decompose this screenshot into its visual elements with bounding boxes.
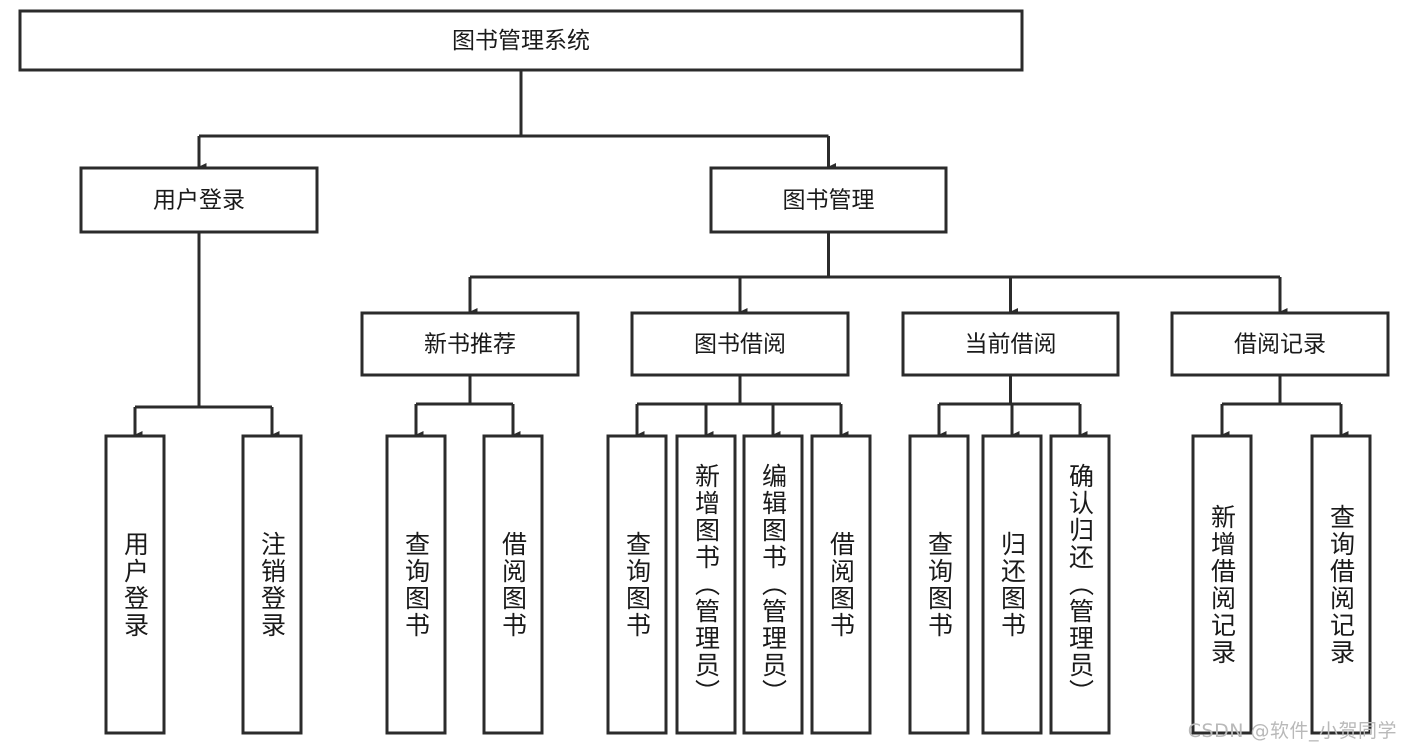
node-leaf-user-login[interactable] (104, 434, 166, 735)
node-book-borrow-label: 图书借阅 (694, 332, 786, 358)
node-leaf-user-login-box[interactable] (104, 434, 166, 735)
node-leaf-query-borrow-record[interactable] (1310, 434, 1372, 735)
node-leaf-borrow-book-rec-box[interactable] (482, 434, 544, 735)
node-leaf-query-book-current[interactable] (908, 434, 970, 735)
node-user-login-label: 用户登录 (153, 188, 245, 214)
node-book-management-box[interactable] (709, 166, 948, 234)
node-root-label: 图书管理系统 (452, 28, 590, 54)
node-leaf-query-book-borrow[interactable] (606, 434, 668, 735)
node-book-borrow[interactable]: 图书借阅 (630, 311, 850, 377)
node-leaf-logout-login-box[interactable] (241, 434, 303, 735)
node-leaf-confirm-return-admin[interactable] (1049, 434, 1111, 735)
node-leaf-add-book-admin[interactable] (675, 434, 737, 735)
node-leaf-add-borrow-record-box[interactable] (1191, 434, 1253, 735)
node-root[interactable]: 图书管理系统 (18, 9, 1024, 72)
node-new-book-recommend-label: 新书推荐 (424, 332, 516, 358)
node-leaf-return-book[interactable] (981, 434, 1043, 735)
node-current-borrow-label: 当前借阅 (965, 332, 1057, 358)
node-leaf-borrow-book[interactable] (810, 434, 872, 735)
node-user-login-box[interactable] (79, 166, 319, 234)
node-leaf-query-book-rec[interactable] (385, 434, 447, 735)
node-leaf-query-book-borrow-box[interactable] (606, 434, 668, 735)
node-borrow-record-label: 借阅记录 (1234, 332, 1326, 358)
node-current-borrow-box[interactable] (901, 311, 1120, 377)
node-user-login[interactable]: 用户登录 (79, 166, 319, 234)
node-leaf-confirm-return-admin-box[interactable] (1049, 434, 1111, 735)
csdn-watermark: CSDN @软件_小贺同学 (1187, 720, 1397, 742)
node-leaf-query-book-rec-box[interactable] (385, 434, 447, 735)
node-borrow-record-box[interactable] (1170, 311, 1390, 377)
node-book-management-label: 图书管理 (783, 188, 875, 214)
node-leaf-query-book-current-box[interactable] (908, 434, 970, 735)
node-leaf-query-borrow-record-box[interactable] (1310, 434, 1372, 735)
node-borrow-record[interactable]: 借阅记录 (1170, 311, 1390, 377)
node-leaf-add-borrow-record[interactable] (1191, 434, 1253, 735)
node-leaf-borrow-book-rec[interactable] (482, 434, 544, 735)
node-new-book-recommend[interactable]: 新书推荐 (360, 311, 580, 377)
node-current-borrow[interactable]: 当前借阅 (901, 311, 1120, 377)
node-book-management[interactable]: 图书管理 (709, 166, 948, 234)
node-new-book-recommend-box[interactable] (360, 311, 580, 377)
node-root-box[interactable] (18, 9, 1024, 72)
node-leaf-borrow-book-box[interactable] (810, 434, 872, 735)
node-leaf-return-book-box[interactable] (981, 434, 1043, 735)
node-leaf-edit-book-admin-box[interactable] (742, 434, 804, 735)
connector-edges (133, 70, 1349, 439)
node-leaf-logout-login[interactable] (241, 434, 303, 735)
node-book-borrow-box[interactable] (630, 311, 850, 377)
node-leaf-add-book-admin-box[interactable] (675, 434, 737, 735)
node-leaf-edit-book-admin[interactable] (742, 434, 804, 735)
